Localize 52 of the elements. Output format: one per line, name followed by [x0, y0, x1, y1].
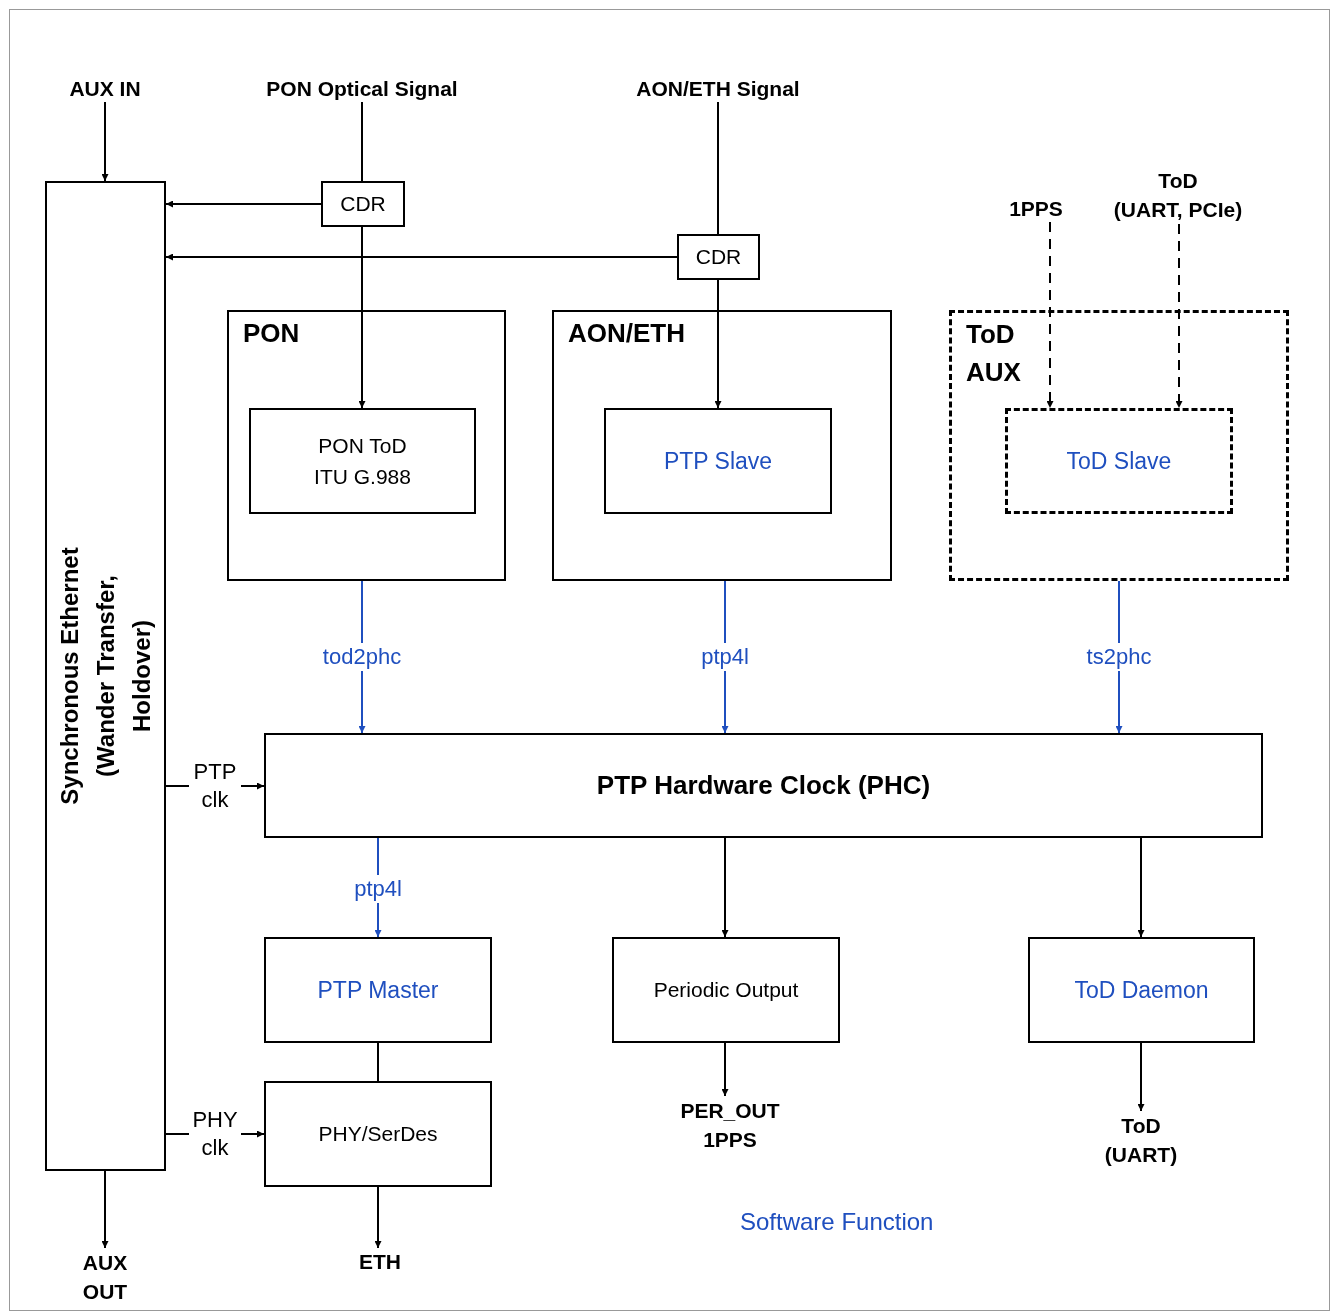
input-label: 1PPS [1009, 196, 1063, 223]
process-box [264, 1081, 492, 1187]
process-box [249, 408, 476, 514]
connector-arrow [165, 253, 678, 261]
box-label: PTP Slave [663, 446, 773, 476]
cdr-box [321, 181, 405, 227]
box-label: Periodic Output [653, 977, 799, 1004]
cdr-box [677, 234, 760, 280]
box-label: PTP Hardware Clock (PHC) [596, 769, 931, 802]
connector-arrow [358, 226, 366, 409]
connector-arrow [165, 200, 322, 208]
connector-arrow [101, 1170, 109, 1249]
connector-arrow [1137, 1042, 1145, 1112]
connector-arrow [714, 279, 722, 409]
box-label: CDR [695, 244, 742, 271]
process-box [604, 408, 832, 514]
output-label: AUX OUT [81, 1250, 129, 1305]
output-label: PER_OUT 1PPS [680, 1098, 780, 1153]
input-label: ToD [1158, 168, 1198, 194]
block-heading: AON/ETH [568, 317, 685, 350]
process-box [1005, 408, 1233, 514]
box-label: ToD Daemon [1074, 975, 1209, 1005]
output-label: ETH [359, 1249, 401, 1276]
input-label: AUX IN [69, 76, 141, 103]
input-label: PON Optical Signal [266, 76, 458, 103]
process-box [612, 937, 840, 1043]
sync-ethernet-box [45, 181, 166, 1171]
connector-arrow [1175, 223, 1183, 409]
note-text: Software Function [740, 1207, 934, 1237]
process-box [264, 937, 492, 1043]
tod-aux-block [949, 310, 1289, 581]
connector-arrow [721, 1042, 729, 1097]
pon-block [227, 310, 506, 581]
block-heading: PON [243, 317, 300, 350]
connector-arrow [1137, 837, 1145, 938]
input-label: (UART, PCIe) [1113, 197, 1243, 223]
connector-arrow [1046, 221, 1054, 409]
input-label: AON/ETH Signal [636, 76, 800, 103]
box-label: PTP Master [317, 975, 439, 1005]
box-label: CDR [340, 191, 386, 218]
phc-box [264, 733, 1263, 838]
connector-arrow [374, 1186, 382, 1249]
box-label: PON ToD ITU G.988 [313, 433, 412, 490]
connector-arrow [101, 101, 109, 182]
aon-eth-block [552, 310, 892, 581]
connector-arrow [721, 837, 729, 938]
block-heading: ToD AUX [966, 318, 1022, 389]
box-label: Synchronous Ethernet (Wander Transfer, Holdover) [55, 547, 155, 805]
box-label: ToD Slave [1066, 446, 1172, 476]
process-box [1028, 937, 1255, 1043]
box-label: PHY/SerDes [318, 1121, 438, 1148]
output-label: ToD (UART) [1103, 1113, 1179, 1168]
